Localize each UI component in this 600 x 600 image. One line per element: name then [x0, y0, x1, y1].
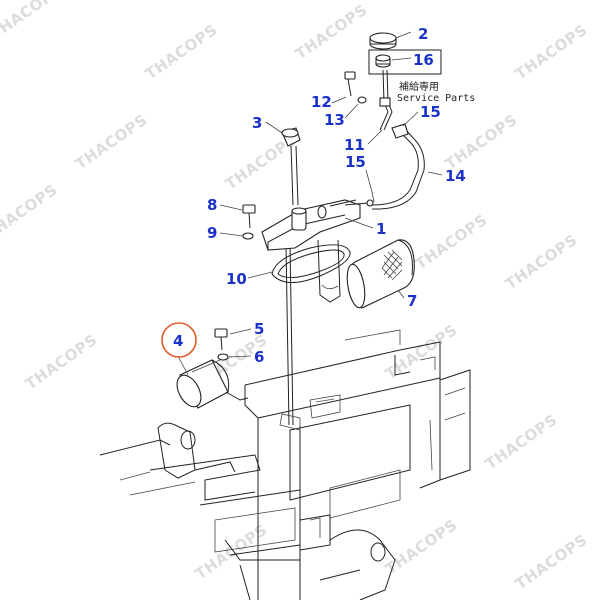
filter-element-4 [176, 359, 249, 409]
watermark: THACOPS [192, 521, 271, 584]
callout-1[interactable]: 1 [376, 220, 386, 238]
part-16 [375, 54, 391, 68]
callout-9[interactable]: 9 [207, 224, 217, 242]
pipe-11 [379, 69, 393, 131]
watermark: THACOPS [22, 331, 101, 394]
engine-block [99, 244, 471, 600]
bolt-12 [344, 71, 356, 97]
hose-14 [371, 123, 425, 210]
filter-stem [317, 239, 341, 303]
callout-6[interactable]: 6 [254, 348, 264, 366]
callout-2[interactable]: 2 [418, 25, 428, 43]
service-parts-en: Service Parts [397, 93, 475, 104]
callout-12[interactable]: 12 [311, 93, 332, 111]
filter-head-assembly [261, 199, 374, 251]
watermark: THACOPS [292, 1, 371, 64]
callout-15b[interactable]: 15 [345, 153, 366, 171]
watermark: THACOPS [382, 321, 461, 384]
washer-6 [217, 353, 229, 361]
watermark: THACOPS [512, 21, 591, 84]
gasket-10 [271, 244, 351, 283]
callout-4[interactable]: 4 [173, 332, 183, 350]
filter-cartridge-7 [346, 239, 415, 309]
watermark: THACOPS [382, 516, 461, 579]
callout-10[interactable]: 10 [226, 270, 247, 288]
callout-5[interactable]: 5 [254, 320, 264, 338]
callout-11[interactable]: 11 [344, 136, 365, 154]
callout-7[interactable]: 7 [407, 292, 417, 310]
cap-2 [369, 32, 397, 50]
cartridge-mesh [381, 249, 403, 281]
callout-layer: 2 16 12 13 15 3 11 15 14 8 9 1 10 7 4 5 … [173, 25, 466, 366]
bolt-5 [214, 328, 228, 351]
watermark: THACOPS [72, 111, 151, 174]
callout-14[interactable]: 14 [445, 167, 466, 185]
washer-9 [242, 232, 254, 240]
watermark: THACOPS [142, 21, 221, 84]
washer-13 [357, 96, 367, 104]
callout-16[interactable]: 16 [413, 51, 434, 69]
watermark-layer: THACOPS THACOPS THACOPS THACOPS THACOPS … [0, 0, 591, 593]
dipstick-3 [281, 127, 301, 206]
watermark: THACOPS [482, 411, 561, 474]
leader-lines [177, 31, 443, 376]
highlight-circle [161, 322, 197, 358]
watermark: THACOPS [512, 531, 591, 594]
watermark: THACOPS [502, 231, 581, 294]
callout-15a[interactable]: 15 [420, 103, 441, 121]
watermark: THACOPS [0, 0, 66, 43]
watermark: THACOPS [442, 111, 521, 174]
callout-3[interactable]: 3 [252, 114, 262, 132]
callout-13[interactable]: 13 [324, 111, 345, 129]
watermark: THACOPS [412, 211, 491, 274]
service-parts-box [368, 49, 442, 75]
callout-8[interactable]: 8 [207, 196, 217, 214]
service-parts-jp: 補給専用 [399, 80, 439, 93]
watermark: THACOPS [0, 181, 61, 244]
bolt-8 [242, 204, 256, 229]
